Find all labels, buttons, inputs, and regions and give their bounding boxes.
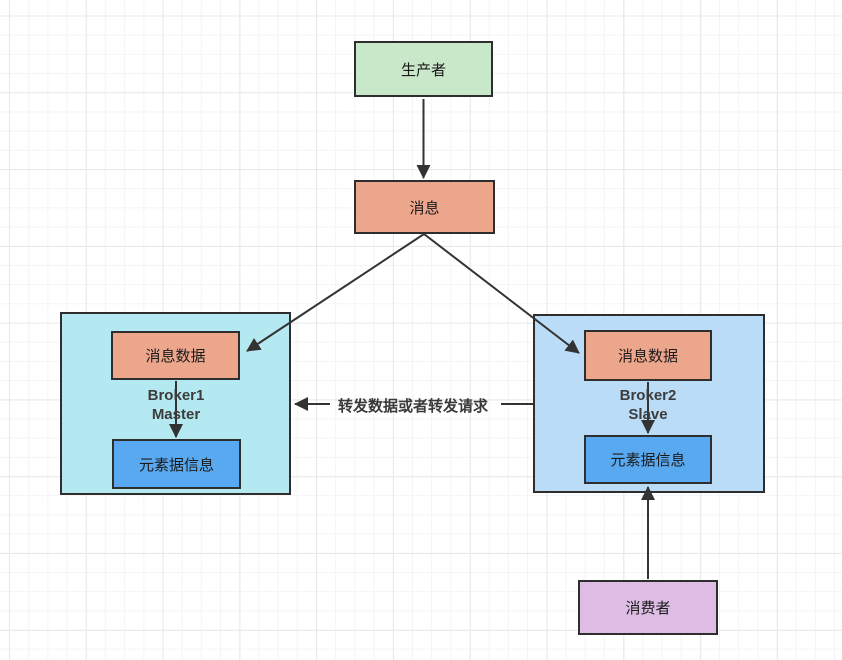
broker1-name: Broker1	[147, 387, 205, 404]
node-broker2-metadata[interactable]: 元素据信息	[584, 435, 712, 484]
node-broker1-message-data[interactable]: 消息数据	[111, 331, 240, 380]
edge-message-to-broker1-data[interactable]	[246, 233, 425, 352]
broker1-metadata-label: 元素据信息	[138, 456, 214, 474]
node-broker1-metadata[interactable]: 元素据信息	[112, 439, 241, 489]
forward-edge-label: 转发数据或者转发请求	[337, 398, 488, 415]
node-message[interactable]: 消息	[354, 180, 495, 234]
broker1-message-data-label: 消息数据	[145, 348, 206, 365]
producer-label: 生产者	[400, 61, 446, 79]
consumer-label: 消费者	[625, 600, 671, 617]
node-consumer[interactable]: 消费者	[578, 580, 718, 635]
broker2-metadata-label: 元素据信息	[610, 452, 686, 469]
message-label: 消息	[409, 199, 440, 217]
broker2-title: Broker2 Slave	[568, 386, 728, 424]
broker2-name: Broker2	[619, 387, 677, 404]
broker2-role: Slave	[628, 406, 668, 423]
node-producer[interactable]: 生产者	[354, 41, 493, 97]
broker2-message-data-label: 消息数据	[617, 348, 678, 365]
edge-message-to-broker2-data[interactable]	[423, 233, 580, 354]
node-broker2-message-data[interactable]: 消息数据	[584, 330, 712, 381]
broker1-role: Master	[151, 406, 201, 423]
broker1-title: Broker1 Master	[96, 386, 256, 424]
